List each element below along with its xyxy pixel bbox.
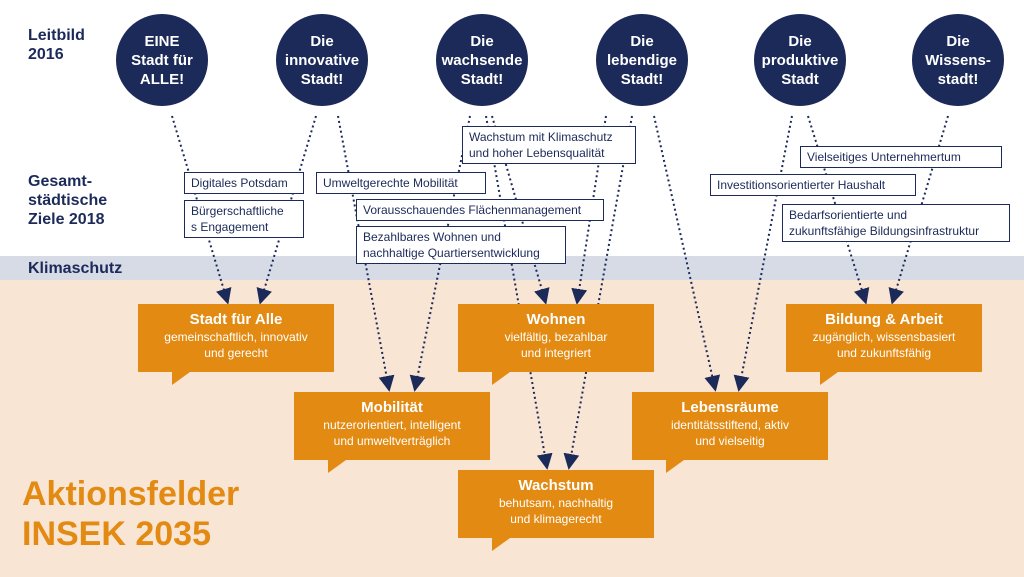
ziel-investitionsorientierter-haushalt: Investitionsorientierter Haushalt: [710, 174, 916, 196]
connector: [171, 115, 232, 305]
aktionsfeld-title: Stadt für Alle: [189, 311, 283, 328]
leitbild-row-label: Leitbild 2016: [28, 27, 85, 63]
aktionsfeld-subtitle: identitätsstiftend, aktiv und vielseitig: [670, 418, 790, 448]
aktionsfeld-title: Mobilität: [361, 399, 423, 416]
ziel-bezahlbares-wohnen: Bezahlbares Wohnen und nachhaltige Quart…: [356, 226, 566, 264]
ziel-bildungsinfrastruktur: Bedarfsorientierte und zukunftsfähige Bi…: [782, 204, 1010, 242]
ziel-flaechenmanagement: Vorausschauendes Flächenmanagement: [356, 199, 604, 221]
aktionsfeld-wohnen: Wohnen vielfältig, bezahlbar und integri…: [458, 304, 654, 385]
leitbild-circle-produktive-stadt: Die produktive Stadt: [754, 14, 846, 106]
aktionsfelder-heading: Aktionsfelder INSEK 2035: [22, 475, 240, 553]
aktionsfeld-wachstum: Wachstum behutsam, nachhaltig und klimag…: [458, 470, 654, 551]
aktionsfeld-subtitle: zugänglich, wissensbasiert und zukunftsf…: [812, 330, 956, 360]
connector: [653, 115, 721, 392]
leitbild-circle-wachsende-stadt: Die wachsende Stadt!: [436, 14, 528, 106]
aktionsfeld-lebensraeume: Lebensräume identitätsstiftend, aktiv un…: [632, 392, 828, 473]
ziele-row-label: Gesamt- städtische Ziele 2018: [28, 173, 108, 228]
klimaschutz-row-label: Klimaschutz: [28, 260, 123, 277]
aktionsfeld-subtitle: vielfältig, bezahlbar und integriert: [504, 330, 608, 360]
aktionsfeld-title: Bildung & Arbeit: [825, 311, 943, 328]
connector: [256, 115, 317, 305]
ziel-digitales-potsdam: Digitales Potsdam: [184, 172, 304, 194]
aktionsfeld-subtitle: behutsam, nachhaltig und klimagerecht: [498, 496, 614, 526]
ziel-buergerschaftliches-engagement: Bürgerschaftliche s Engagement: [184, 200, 304, 238]
ziel-wachstum-klimaschutz: Wachstum mit Klimaschutz und hoher Leben…: [462, 126, 636, 164]
connector: [733, 115, 793, 392]
aktionsfeld-title: Lebensräume: [681, 399, 779, 416]
leitbild-circle-innovative-stadt: Die innovative Stadt!: [276, 14, 368, 106]
ziel-umweltgerechte-mobilitaet: Umweltgerechte Mobilität: [316, 172, 486, 194]
leitbild-circle-stadt-fuer-alle: EINE Stadt für ALLE!: [116, 14, 208, 106]
ziel-vielseitiges-unternehmertum: Vielseitiges Unternehmertum: [800, 146, 1002, 168]
aktionsfeld-subtitle: gemeinschaftlich, innovativ und gerecht: [164, 330, 308, 360]
connector: [485, 115, 553, 470]
aktionsfeld-stadt-fuer-alle: Stadt für Alle gemeinschaftlich, innovat…: [138, 304, 334, 385]
leitbild-circle-wissensstadt: Die Wissens- stadt!: [912, 14, 1004, 106]
aktionsfeld-mobilitaet: Mobilität nutzerorientiert, intelligent …: [294, 392, 490, 473]
aktionsfeld-title: Wohnen: [526, 311, 586, 328]
aktionsfeld-subtitle: nutzerorientiert, intelligent und umwelt…: [323, 418, 461, 448]
leitbild-circle-lebendige-stadt: Die lebendige Stadt!: [596, 14, 688, 106]
connector: [563, 115, 633, 470]
aktionsfeld-title: Wachstum: [518, 477, 594, 494]
aktionsfeld-bildung-arbeit: Bildung & Arbeit zugänglich, wissensbasi…: [786, 304, 982, 385]
